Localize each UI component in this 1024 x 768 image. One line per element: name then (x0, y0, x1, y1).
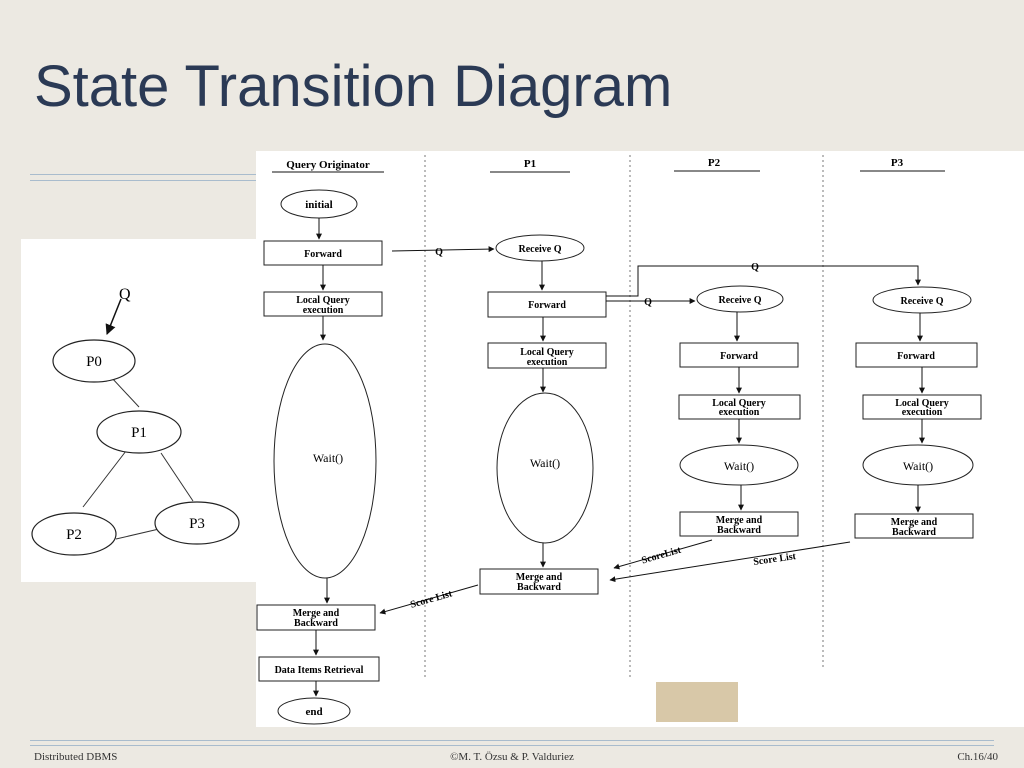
edge-score-list-p3 (609, 541, 851, 583)
edge-label-q: Q (751, 262, 759, 273)
node-label: execution (719, 407, 760, 418)
p2-wait-node: Wait() (679, 444, 799, 486)
p1-merge-node: Merge and Backward (479, 568, 599, 595)
p2-receive-node: Receive Q (696, 285, 784, 313)
node-label: Receive Q (718, 295, 761, 306)
page-title: State Transition Diagram (34, 54, 673, 119)
node-label: Wait() (724, 459, 754, 473)
p3-local-query-node: Local Query execution (862, 394, 982, 420)
p3-wait-node: Wait() (862, 444, 974, 486)
node-label: Backward (717, 525, 761, 536)
p3-forward-node: Forward (855, 342, 978, 368)
edge-label-score-list: Score List (753, 551, 798, 568)
node-label: Local Query (712, 398, 766, 409)
graph-edge-p0-p1 (110, 376, 140, 408)
footer-page-number: Ch.16/40 (957, 751, 998, 763)
node-label: execution (527, 357, 568, 368)
p1-receive-node: Receive Q (495, 234, 585, 262)
node-label: Forward (720, 351, 758, 362)
graph-node-p3: P3 (154, 501, 240, 545)
edge-score-list-p1 (379, 584, 479, 615)
p2-merge-node: Merge and Backward (679, 511, 799, 537)
originator-retrieval-node: Data Items Retrieval (258, 656, 380, 682)
node-label: Local Query (520, 347, 574, 358)
graph-query-arrow (105, 298, 122, 335)
p3-merge-node: Merge and Backward (854, 513, 974, 539)
graph-edge-p1-p2 (82, 450, 127, 508)
node-label: Local Query (895, 398, 949, 409)
edge-label-q: Q (644, 297, 652, 308)
originator-end-node: end (277, 697, 351, 725)
node-label: Merge and (716, 515, 763, 526)
p1-local-query-node: Local Query execution (487, 342, 607, 369)
lane-header-p3: P3 (891, 157, 904, 169)
originator-initial-node: initial (280, 189, 358, 219)
originator-local-query-node: Local Query execution (263, 291, 383, 317)
node-label: Receive Q (900, 296, 943, 307)
footer-divider (30, 740, 994, 746)
node-label: Receive Q (518, 244, 561, 255)
graph-node-label: P3 (189, 516, 205, 532)
node-label: execution (303, 305, 344, 316)
decorative-block (656, 682, 738, 722)
graph-node-p1: P1 (96, 410, 182, 454)
edge-query-to-p1 (391, 246, 495, 253)
node-label: Forward (304, 249, 342, 260)
state-transition-diagram: Query Originator P1 P2 P3 initial Forwar… (256, 151, 1024, 727)
originator-forward-node: Forward (263, 240, 383, 266)
process-graph: Q P0 P1 P2 P3 (21, 239, 257, 582)
node-label: Forward (528, 300, 566, 311)
p2-forward-node: Forward (679, 342, 799, 368)
graph-query-label: Q (119, 286, 131, 303)
edge-query-to-p3 (606, 265, 921, 297)
edge-label-score-list: ScoreList (640, 545, 682, 567)
node-label: Forward (897, 351, 935, 362)
originator-merge-node: Merge and Backward (256, 604, 376, 631)
node-label: Wait() (903, 459, 933, 473)
edge-label-score-list: Score List (409, 588, 454, 611)
edge-score-list-p2 (613, 539, 713, 570)
p2-local-query-node: Local Query execution (678, 394, 801, 420)
node-label: Local Query (296, 295, 350, 306)
edge-label-q: Q (435, 247, 443, 258)
node-label: Backward (892, 527, 936, 538)
node-label: Backward (294, 618, 338, 629)
lane-header-originator: Query Originator (286, 159, 370, 171)
originator-wait-node: Wait() (273, 343, 377, 579)
graph-edge-p2-p3 (115, 528, 160, 540)
node-label: Wait() (530, 456, 560, 470)
node-label: Merge and (891, 517, 938, 528)
p1-forward-node: Forward (487, 291, 607, 318)
node-label: end (305, 706, 322, 718)
p3-receive-node: Receive Q (872, 286, 972, 314)
graph-edge-p1-p3 (160, 452, 194, 502)
node-label: Merge and (293, 608, 340, 619)
graph-node-label: P2 (66, 527, 82, 543)
node-label: initial (305, 199, 333, 211)
lane-header-p1: P1 (524, 158, 536, 170)
footer-course: Distributed DBMS (34, 751, 118, 763)
node-label: Wait() (313, 451, 343, 465)
footer-copyright: ©M. T. Özsu & P. Valduriez (450, 751, 574, 763)
graph-node-label: P1 (131, 425, 147, 441)
graph-node-p2: P2 (31, 512, 117, 556)
node-label: Merge and (516, 572, 563, 583)
p1-wait-node: Wait() (496, 392, 594, 544)
graph-node-p0: P0 (52, 339, 136, 383)
node-label: Backward (517, 582, 561, 593)
graph-node-label: P0 (86, 354, 102, 370)
node-label: Data Items Retrieval (275, 665, 364, 676)
node-label: execution (902, 407, 943, 418)
title-divider (30, 174, 260, 181)
lane-header-p2: P2 (708, 157, 721, 169)
